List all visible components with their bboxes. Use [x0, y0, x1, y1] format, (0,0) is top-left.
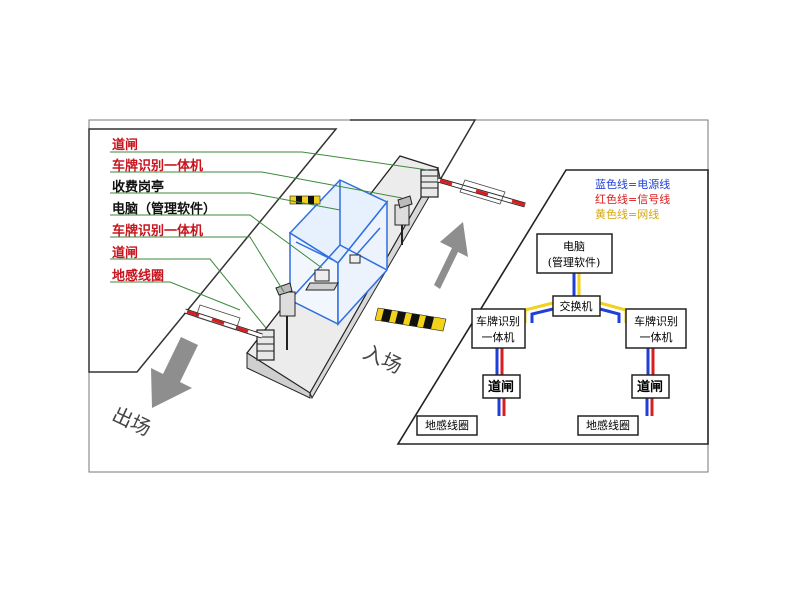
node-loop-left: 地感线圈: [416, 415, 478, 436]
leader-lines: [110, 151, 429, 329]
ground-loop-stripe-top: [289, 195, 321, 205]
wire-barrier-loop-left: [497, 398, 506, 416]
svg-text:道闸: 道闸: [637, 379, 663, 395]
svg-text:车牌识别: 车牌识别: [476, 314, 520, 328]
entry-arrow: [434, 222, 468, 289]
svg-text:地感线圈: 地感线圈: [586, 418, 630, 432]
legend-power: 蓝色线=电源线: [595, 177, 670, 191]
svg-text:车牌识别: 车牌识别: [634, 314, 678, 328]
road-boundary-left: [88, 128, 338, 373]
svg-text:电脑: 电脑: [563, 240, 585, 253]
svg-text:道闸: 道闸: [488, 379, 514, 395]
node-lpr-left: 车牌识别 一体机: [471, 308, 526, 349]
label-barrier-1: 道闸: [112, 137, 138, 153]
svg-text:一体机: 一体机: [482, 330, 515, 344]
wire-computer-switch: [572, 273, 581, 296]
svg-text:地感线圈: 地感线圈: [425, 418, 469, 432]
lpr-camera-exit: [275, 282, 296, 350]
legend-network: 黄色线=网线: [595, 207, 659, 221]
exit-arrow: [151, 337, 198, 408]
barrier-gate-entry: [420, 169, 526, 208]
wire-lpr-barrier-right: [646, 348, 655, 375]
lpr-camera-entry: [394, 195, 413, 245]
node-loop-right: 地感线圈: [577, 415, 639, 436]
label-computer-software: 电脑（管理软件）: [112, 201, 216, 217]
node-computer: 电脑 (管理软件): [536, 233, 613, 274]
svg-text:交换机: 交换机: [560, 299, 593, 313]
wire-barrier-loop-right: [645, 398, 654, 416]
label-lpr-camera-1: 车牌识别一体机: [112, 158, 203, 174]
svg-text:(管理软件): (管理软件): [548, 255, 601, 269]
node-lpr-right: 车牌识别 一体机: [625, 308, 687, 349]
label-barrier-2: 道闸: [112, 245, 138, 261]
svg-text:一体机: 一体机: [640, 330, 673, 344]
label-loop-detector: 地感线圈: [112, 268, 164, 284]
node-barrier-right: 道闸: [631, 374, 670, 399]
barrier-gate-exit: [184, 304, 275, 361]
node-switch: 交换机: [552, 295, 601, 317]
computer-in-booth: [305, 254, 361, 291]
legend-signal: 红色线=信号线: [595, 192, 670, 206]
label-lpr-camera-2: 车牌识别一体机: [112, 223, 203, 239]
road-boundary-top: [350, 119, 477, 181]
ground-loop-stripe-entry: [374, 307, 447, 332]
label-toll-booth: 收费岗亭: [112, 179, 164, 195]
node-barrier-left: 道闸: [482, 374, 521, 399]
wire-lpr-barrier-left: [495, 348, 504, 375]
